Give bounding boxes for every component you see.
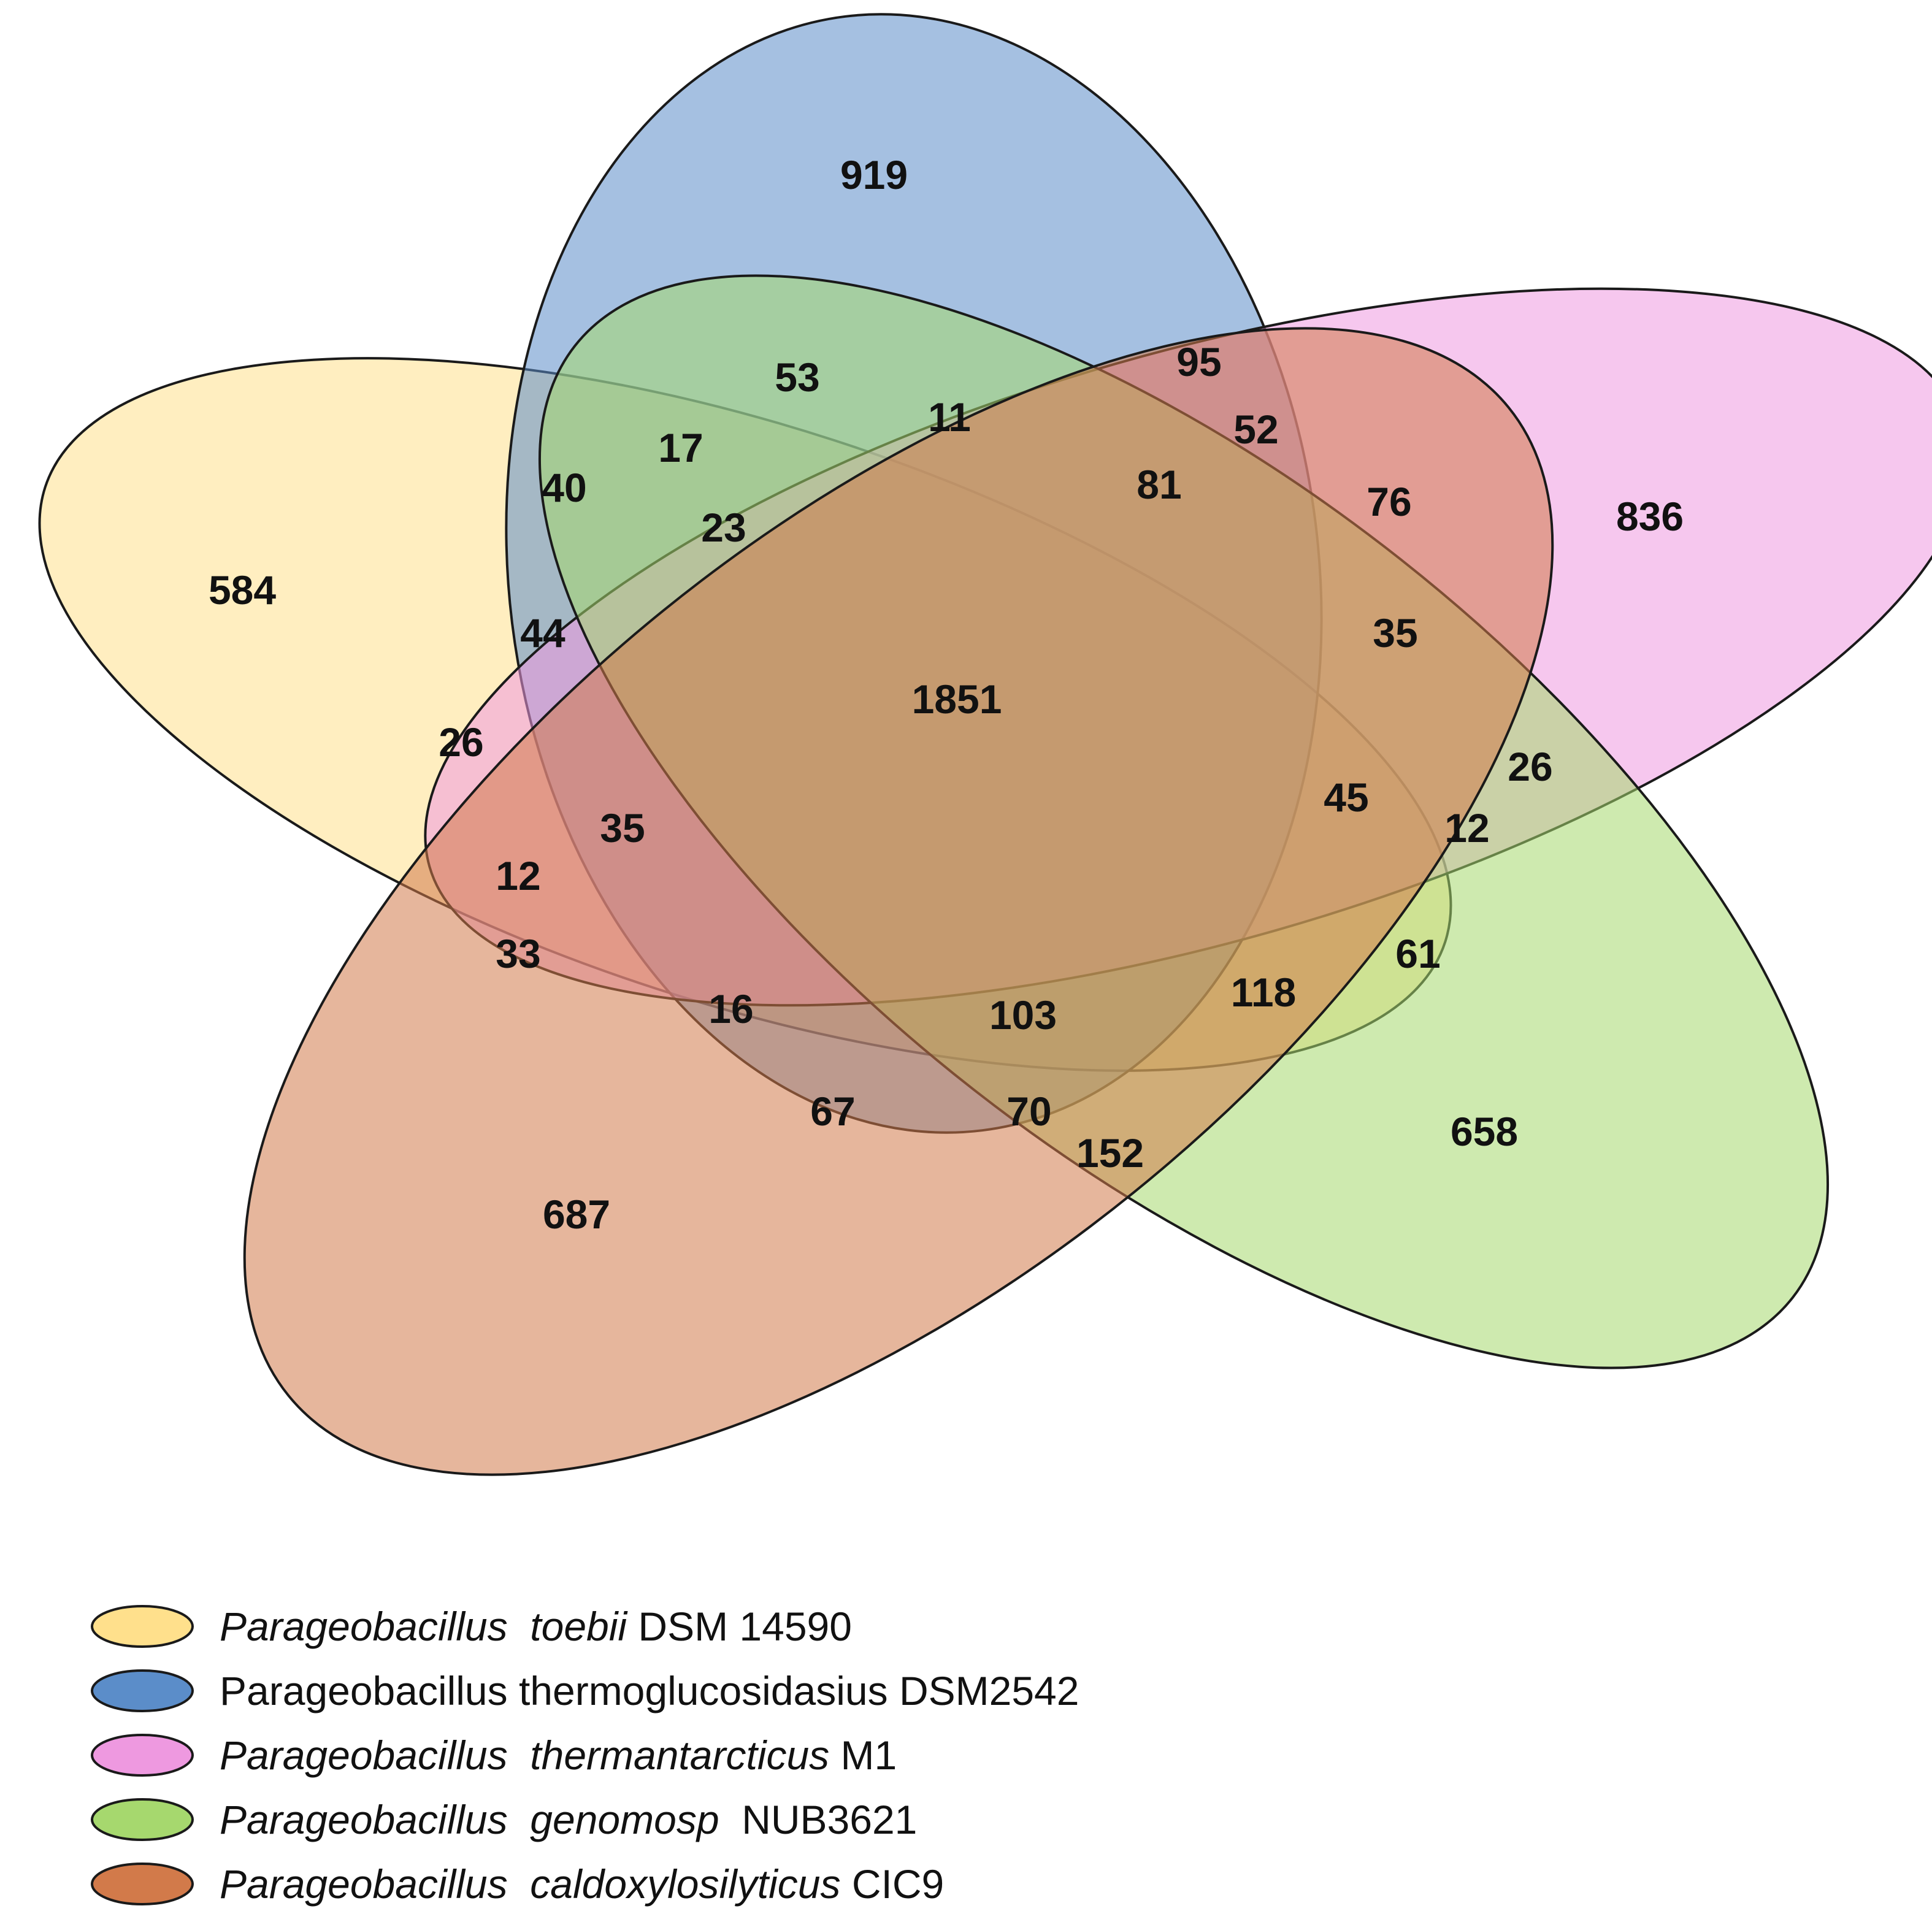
region-count: 67 — [810, 1089, 855, 1134]
region-count: 52 — [1233, 407, 1278, 452]
legend-label-toebii: Parageobacillus toebii DSM 14590 — [220, 1604, 852, 1649]
legend-label-thermantarcticus: Parageobacillus thermantarcticus M1 — [220, 1732, 897, 1778]
legend-species-name: Parageobacillus toebii — [220, 1604, 628, 1649]
legend-label-thermoglucosidasius: Parageobacillus thermoglucosidasius DSM2… — [220, 1668, 1079, 1713]
region-count: 11 — [928, 394, 971, 440]
legend-strain-name: Parageobacillus thermoglucosidasius DSM2… — [220, 1668, 1079, 1713]
region-count: 61 — [1395, 931, 1440, 976]
region-labels: 919 836 584 658 687 1851 95 53 11 52 17 … — [209, 152, 1684, 1237]
legend-swatch-toebii — [91, 1605, 194, 1648]
legend: Parageobacillus toebii DSM 14590 Parageo… — [91, 1604, 1079, 1907]
legend-item-thermantarcticus: Parageobacillus thermantarcticus M1 — [91, 1732, 897, 1778]
region-count: 23 — [701, 505, 746, 550]
set-ellipse-caldoxylosilyticus — [243, 327, 1554, 1476]
region-count-only-caldoxylosilyticus: 687 — [543, 1192, 610, 1237]
region-count: 40 — [542, 465, 586, 510]
legend-strain-name: NUB3621 — [719, 1797, 918, 1842]
legend-strain-name: DSM 14590 — [627, 1604, 852, 1649]
region-count: 26 — [439, 719, 483, 765]
legend-label-genomosp: Parageobacillus genomosp NUB3621 — [220, 1797, 917, 1842]
region-count: 12 — [1444, 805, 1489, 851]
region-count: 35 — [600, 805, 645, 851]
region-count-only-toebii: 584 — [209, 567, 276, 613]
region-count: 103 — [989, 992, 1057, 1038]
legend-swatch-caldoxylosilyticus — [91, 1863, 194, 1905]
region-count-all-five: 1851 — [912, 676, 1002, 722]
region-count: 26 — [1508, 744, 1552, 789]
region-count: 152 — [1076, 1130, 1144, 1176]
region-count: 95 — [1176, 339, 1221, 385]
legend-item-genomosp: Parageobacillus genomosp NUB3621 — [91, 1797, 917, 1842]
legend-swatch-thermoglucosidasius — [91, 1669, 194, 1712]
legend-label-caldoxylosilyticus: Parageobacillus caldoxylosilyticus CIC9 — [220, 1861, 944, 1907]
region-count: 53 — [775, 354, 819, 400]
legend-species-name: Parageobacillus genomosp — [220, 1797, 719, 1842]
region-count: 12 — [496, 853, 540, 898]
region-count: 17 — [658, 425, 703, 470]
region-count: 16 — [708, 986, 753, 1032]
region-count: 70 — [1006, 1089, 1051, 1134]
region-count: 33 — [496, 931, 540, 976]
region-count-only-thermantarcticus: 836 — [1616, 494, 1684, 539]
region-count: 35 — [1373, 610, 1417, 656]
legend-species-name: Parageobacillus thermantarcticus — [220, 1732, 829, 1778]
legend-swatch-thermantarcticus — [91, 1734, 194, 1777]
region-count-only-thermoglucosidasius: 919 — [840, 152, 908, 197]
legend-item-toebii: Parageobacillus toebii DSM 14590 — [91, 1604, 852, 1649]
region-count: 76 — [1367, 479, 1411, 524]
region-count: 81 — [1137, 462, 1181, 507]
venn-sets — [38, 13, 1932, 1476]
legend-strain-name: CIC9 — [841, 1861, 945, 1907]
legend-strain-name: M1 — [829, 1732, 897, 1778]
region-count: 44 — [520, 610, 565, 656]
region-count: 118 — [1231, 970, 1296, 1015]
legend-item-caldoxylosilyticus: Parageobacillus caldoxylosilyticus CIC9 — [91, 1861, 944, 1907]
legend-swatch-genomosp — [91, 1798, 194, 1841]
legend-item-thermoglucosidasius: Parageobacillus thermoglucosidasius DSM2… — [91, 1668, 1079, 1713]
region-count-only-genomosp: 658 — [1451, 1109, 1518, 1154]
region-count: 45 — [1324, 775, 1368, 820]
legend-species-name: Parageobacillus caldoxylosilyticus — [220, 1861, 841, 1907]
